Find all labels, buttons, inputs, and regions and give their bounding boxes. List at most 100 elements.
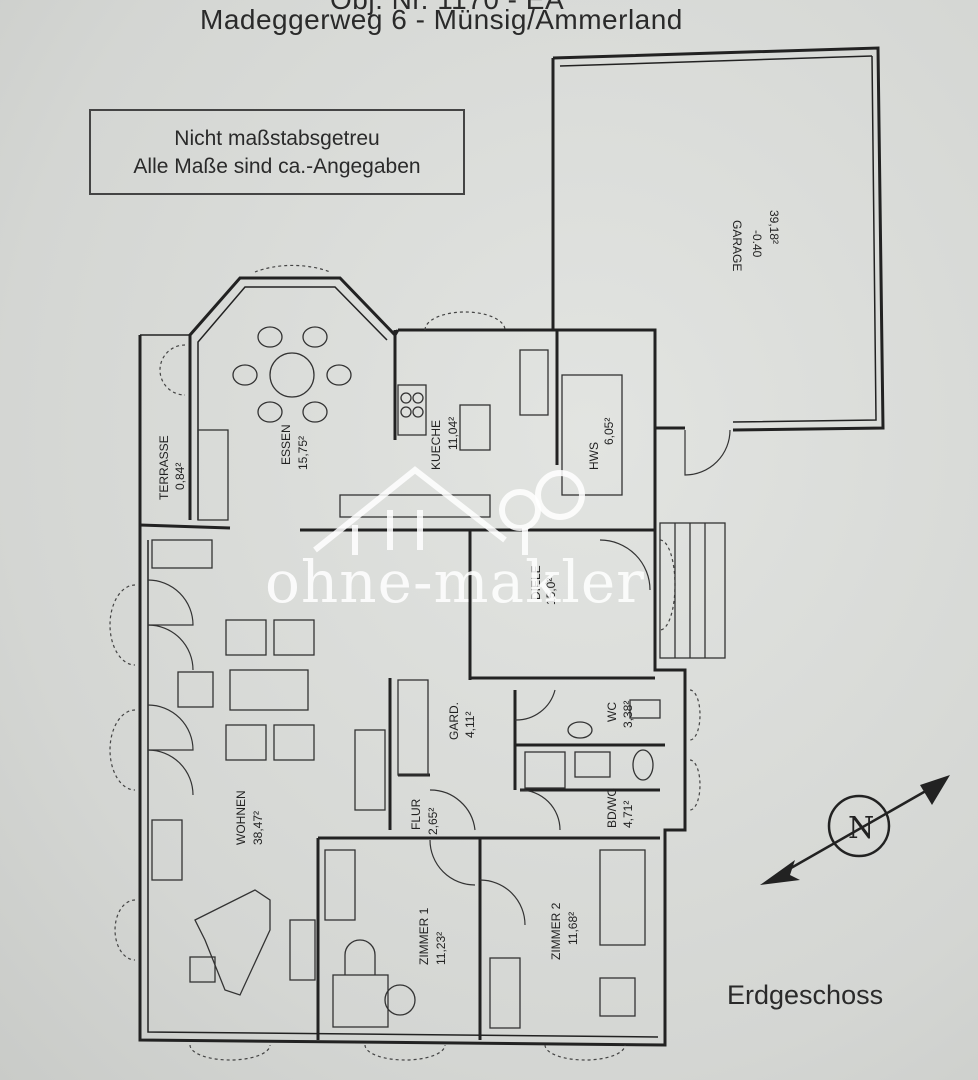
walls (138, 46, 885, 1047)
compass-needle (769, 778, 946, 882)
shelf (354, 729, 386, 811)
essen-area: 15,75² (296, 436, 310, 470)
garage-area: 39,18² (767, 210, 781, 244)
chair (257, 401, 283, 423)
watermark-text: ohne-makler (265, 548, 645, 616)
gard-area: 4,11² (463, 712, 477, 738)
diele-label: DIELE (529, 565, 543, 600)
bad-wc-label: BD/WC (605, 788, 619, 828)
terrace-door-3 (147, 704, 194, 751)
window-arc (364, 1044, 446, 1061)
terrasse-bottom (139, 523, 231, 530)
bath-sink (574, 751, 611, 778)
garage-wall-inner-top (559, 55, 873, 67)
chair (302, 326, 328, 348)
desk-chair (189, 956, 216, 983)
stove-burner (400, 392, 412, 404)
wohnen-label: WOHNEN (234, 790, 248, 845)
window-arc (254, 264, 331, 273)
terrasse-label: TERRASSE (157, 435, 171, 500)
armchair (225, 619, 267, 656)
chair-zimmer1-2 (384, 984, 416, 1016)
terrace-door-4 (147, 749, 194, 796)
wc-sink (567, 721, 593, 739)
armchair (273, 724, 315, 761)
stove-burner (400, 406, 412, 418)
furniture (151, 326, 726, 1029)
kitchen-sink (519, 349, 549, 416)
cabinet-zimmer2 (489, 957, 521, 1029)
armchair (177, 671, 214, 708)
bath-toilet (632, 749, 654, 781)
compass-circle (827, 794, 891, 858)
chair-zimmer1 (344, 939, 376, 975)
chair (326, 364, 352, 386)
window-arc (424, 311, 506, 331)
compass-letter: N (848, 811, 874, 846)
chair (302, 401, 328, 423)
scale-note-line-1: Nicht maßstabsgetreu (174, 127, 380, 150)
bad-door (519, 789, 561, 831)
kitchen-stove (397, 384, 427, 436)
cabinet-zimmer1 (324, 849, 356, 921)
cabinet (151, 539, 213, 569)
hws-area: 6,05² (602, 418, 616, 445)
outer-wall-inner (147, 540, 659, 1038)
scale-note-box: Nicht maßstabsgetreu Alle Maße sind ca.-… (89, 109, 465, 195)
chair (257, 326, 283, 348)
address-title: Madeggerweg 6 - Münsig/Ammerland (200, 4, 683, 35)
essen-label: ESSEN (279, 424, 293, 465)
bad-wc-area: 4,71² (621, 801, 635, 828)
cabinet-wohnen (151, 819, 183, 881)
garage-wall-outer (552, 46, 885, 432)
sideboard (197, 429, 229, 521)
flur-label: FLUR (409, 798, 423, 830)
bed-zimmer2 (599, 849, 646, 946)
chair-zimmer2 (599, 977, 636, 1017)
watermark-tree (499, 489, 541, 531)
dining-table-round (269, 352, 315, 398)
coffee-table (229, 669, 309, 711)
chair (232, 364, 258, 386)
stove-burner (412, 406, 424, 418)
gard-label: GARD. (447, 702, 461, 740)
kueche-label: KUECHE (429, 420, 443, 470)
cabinet (289, 919, 316, 981)
floor-label: Erdgeschoss (727, 980, 884, 1010)
garage-label: GARAGE (730, 220, 744, 271)
watermark-tree (535, 470, 585, 520)
watermark-house-roof (313, 466, 507, 553)
compass: N (760, 775, 950, 885)
wc-toilet (629, 699, 661, 719)
kueche-area: 11,04² (446, 417, 460, 450)
window-arc (689, 689, 701, 741)
armchair (273, 619, 315, 656)
window-arc (544, 1044, 626, 1061)
window-arc (109, 584, 136, 666)
zimmer2-door (479, 879, 526, 926)
shower (524, 751, 566, 789)
wardrobe (397, 679, 429, 776)
desk-zimmer1 (332, 974, 389, 1028)
wc-area: 3,38² (621, 701, 635, 728)
flur-door (429, 789, 476, 831)
wc-label: WC (605, 702, 619, 722)
zimmer2-label: ZIMMER 2 (549, 902, 563, 960)
watermark-logo (313, 466, 585, 555)
zimmer1-label: ZIMMER 1 (417, 907, 431, 965)
scale-note-line-2: Alle Maße sind ca.-Angegaben (133, 155, 421, 178)
zimmer1-door (429, 839, 476, 886)
entry-door (599, 539, 651, 591)
garage-level: -0.40 (750, 230, 764, 258)
room-labels: GARAGE -0.40 39,18² ESSEN 15,75² TERRASS… (157, 210, 781, 965)
entrance-steps (659, 522, 726, 659)
window-arc (189, 1044, 271, 1061)
window-arc (159, 344, 186, 396)
garage-wall-inner-right (732, 55, 877, 423)
terrace-door-2 (147, 624, 194, 671)
armchair (225, 724, 267, 761)
window-arc (659, 539, 676, 631)
stove-burner (412, 392, 424, 404)
door-swings (147, 429, 731, 926)
zimmer1-area: 11,23² (434, 932, 448, 965)
